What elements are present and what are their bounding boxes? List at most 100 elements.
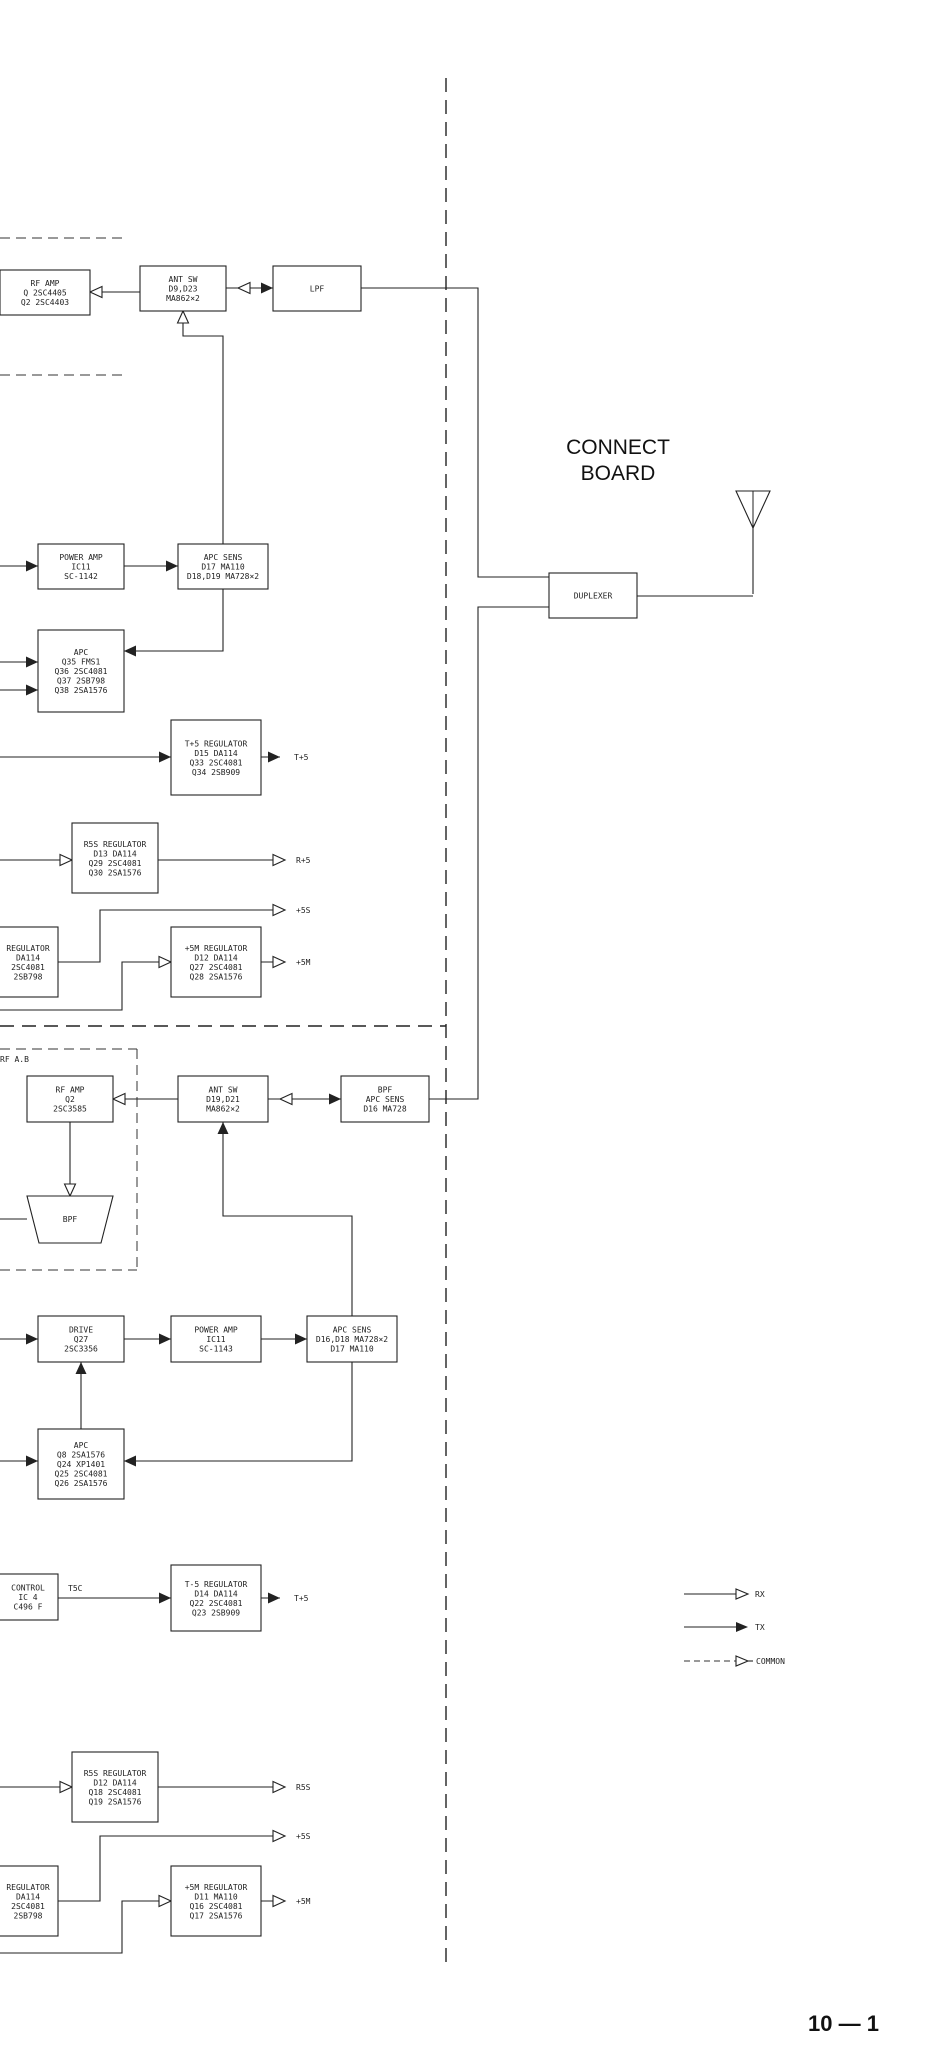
arrow-rfamp-bpf [63,1183,77,1198]
signal-tsc-bot: T5C [68,1584,83,1593]
m5-reg-top-line-2: D12 DA114 [194,953,238,962]
arrow-5m-out-bot [272,1894,287,1908]
arrow-apc-drive [75,1362,87,1374]
wire-apcsens-antsw-bot [222,1122,353,1316]
m5-reg-bot-line-2: D11 MA110 [194,1892,238,1901]
arrow-5m-out-top [272,955,287,969]
power-amp-bot-line-2: IC11 [206,1335,225,1344]
m5-reg-top-line-1: +5M REGULATOR [185,944,248,953]
arrow-to-antsw-top [176,309,190,324]
legend: RX TX COMMON [684,1588,785,1667]
signal-r5-top: R+5 [296,856,311,865]
rf-amp-top-line-3: Q2 2SC4403 [21,298,69,307]
power-amp-bot-line-3: SC-1143 [199,1345,233,1354]
t5-reg-bot-line-1: T-5 REGULATOR [185,1580,248,1589]
arrow-lpf-antsw [236,281,251,295]
m5-reg-top-line-3: Q27 2SC4081 [190,963,243,972]
apc-top-line-1: APC [74,648,89,657]
arrow-r5s-out-bot [272,1780,287,1794]
r5s-reg-bot-line-3: Q18 2SC4081 [89,1788,142,1797]
control-line-2: IC 4 [18,1593,37,1602]
wire-apcsens-apc-bot [124,1362,353,1462]
reg-left-top-line-4: 2SB798 [14,972,43,981]
signal-5s-top: +5S [296,906,311,915]
power-amp-top-line-1: POWER AMP [59,553,103,562]
apc-top-line-2: Q35 FMS1 [62,658,101,667]
wire-reg-5s-bot [58,1835,285,1902]
drive-line-1: DRIVE [69,1326,93,1335]
power-amp-top-line-3: SC-1142 [64,572,98,581]
m5-reg-bot-line-4: Q17 2SA1576 [190,1911,243,1920]
rf-amp-bot-line-1: RF AMP [56,1086,85,1095]
arrow-in-r5s-top [59,853,74,867]
t5-reg-bot-line-2: D14 DA114 [194,1589,238,1598]
signal-5m-bot: +5M [296,1897,311,1906]
r5s-reg-bot-line-4: Q19 2SA1576 [89,1797,142,1806]
control-line-1: CONTROL [11,1584,45,1593]
t5-reg-top-line-3: Q33 2SC4081 [190,758,243,767]
reg-left-bot-line-3: 2SC4081 [11,1902,45,1911]
power-amp-bot-line-1: POWER AMP [194,1326,238,1335]
bpf-filter-label: BPF [63,1215,78,1224]
m5-reg-bot-line-1: +5M REGULATOR [185,1883,248,1892]
wire-reg-5s-top [58,909,285,963]
section-label: RF A.B [0,1055,29,1064]
apc-bot-line-5: Q26 2SA1576 [55,1479,108,1488]
apc-sens-bot-line-3: D17 MA110 [330,1345,374,1354]
control-line-3: C496 F [14,1603,43,1612]
reg-left-bot-line-2: DA114 [16,1892,40,1901]
arrow-r5s-out-top [272,853,287,867]
t5-reg-top-line-2: D15 DA114 [194,749,238,758]
wire-apcsens-antsw-top [182,311,224,544]
r5s-reg-top-line-2: D13 DA114 [93,849,137,858]
t5-reg-bot-line-3: Q22 2SC4081 [190,1599,243,1608]
arrow-rx-rfamp-bot [111,1092,126,1106]
duplexer-line-1: DUPLEXER [574,592,613,601]
page-number: 10 — 1 [808,2011,879,2036]
ant-sw-top-line-3: MA862×2 [166,294,200,303]
r5s-reg-top-line-4: Q30 2SA1576 [89,868,142,877]
ant-sw-top-line-2: D9,D23 [169,285,198,294]
apc-sens-bot-line-1: APC SENS [333,1326,372,1335]
apc-top-line-5: Q38 2SA1576 [55,686,108,695]
apc-top-line-3: Q36 2SC4081 [55,667,108,676]
ant-sw-bot-line-1: ANT SW [209,1086,238,1095]
reg-left-bot-line-1: REGULATOR [6,1883,50,1892]
bpf-apc-line-1: BPF [378,1086,393,1095]
t5-reg-top-line-4: Q34 2SB909 [192,768,240,777]
ant-sw-top-line-1: ANT SW [169,275,198,284]
arrow-pa-apcsens-bot [295,1333,307,1345]
reg-left-top-line-2: DA114 [16,953,40,962]
lpf-block: LPF [272,265,362,312]
apc-sens-top-line-2: D17 MA110 [201,563,245,572]
arrow-in-drive [26,1333,38,1345]
apc-bot-line-1: APC [74,1441,89,1450]
arrow-in-apc-bot [26,1455,38,1467]
drive-line-3: 2SC3356 [64,1345,98,1354]
rf-amp-top-line-2: Q 2SC4405 [23,289,67,298]
rf-amp-bot-line-2: Q2 [65,1095,75,1104]
ant-sw-bot-line-2: D19,D21 [206,1095,240,1104]
wire-apcsens-apc-top [124,589,224,652]
arrow-bpfapc-antsw [278,1092,293,1106]
reg-left-bot-line-4: 2SB798 [14,1911,43,1920]
arrow-in-5m-bot [158,1894,173,1908]
apc-bot-line-3: Q24 XP1401 [57,1460,105,1469]
bpf-filter-block: BPF [26,1195,114,1244]
arrow-pa-apcsens-top [166,560,178,572]
arrow-apcsens-apc-bot [124,1455,136,1467]
arrow-rx-rfamp-top [88,285,103,299]
board-title-line-1: CONNECT [566,436,670,459]
arrow-t5-out-bot [268,1592,280,1604]
